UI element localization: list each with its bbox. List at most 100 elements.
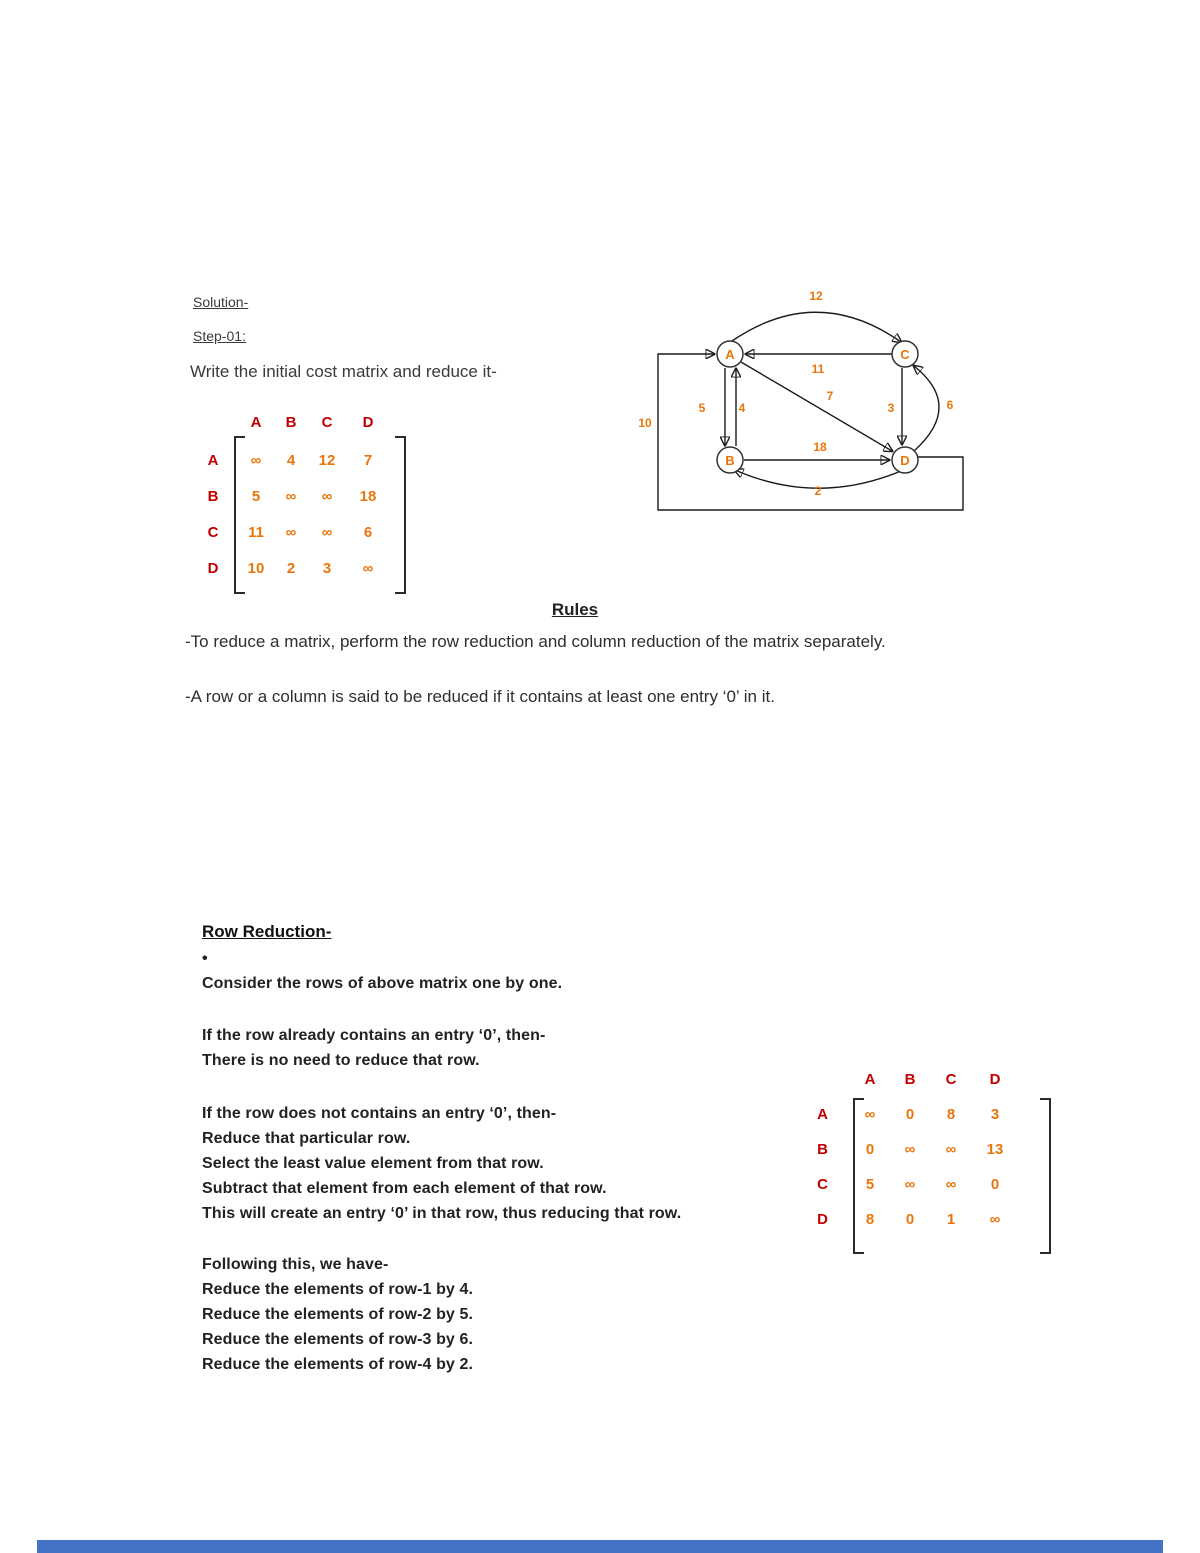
node-a-circle — [716, 340, 744, 368]
node-b-circle — [716, 446, 744, 474]
node-c-label: C — [900, 347, 910, 362]
node-d-circle — [891, 446, 919, 474]
edge-label-6: 6 — [947, 398, 954, 412]
edge-label-18: 18 — [813, 440, 827, 454]
edge-label-11: 11 — [812, 362, 825, 376]
matrix-col-header: C — [945, 1071, 957, 1088]
matrix-cell: 5 — [251, 487, 261, 505]
case1-line1: If the row already contains an entry ‘0’… — [202, 1027, 546, 1044]
matrix-cell: 0 — [990, 1176, 1000, 1193]
intro-text: Write the initial cost matrix and reduce… — [190, 362, 497, 381]
follow-row4: Reduce the elements of row-4 by 2. — [202, 1356, 474, 1373]
initial-cost-matrix: A B C D A ∞ 4 12 7 B 5 ∞ ∞ 18 C 11 ∞ ∞ 6… — [188, 406, 406, 594]
edge-d-c-curve — [914, 366, 940, 452]
matrix-cell: ∞ — [904, 1141, 916, 1158]
matrix-cell: 4 — [286, 451, 296, 469]
matrix-corner — [795, 1062, 850, 1097]
matrix-cell: 0 — [905, 1106, 915, 1123]
rules-title: Rules — [551, 600, 599, 619]
matrix-cell: ∞ — [864, 1106, 876, 1123]
matrix-cell: 0 — [905, 1211, 915, 1228]
follow-row2: Reduce the elements of row-2 by 5. — [202, 1306, 474, 1323]
matrix-corner — [188, 406, 238, 438]
consider-line: Consider the rows of above matrix one by… — [202, 975, 563, 992]
matrix-row-header: A — [817, 1106, 828, 1123]
follow-row1: Reduce the elements of row-1 by 4. — [202, 1281, 474, 1298]
matrix-bracket-right — [1040, 1098, 1051, 1254]
case1-line2: There is no need to reduce that row. — [202, 1052, 480, 1069]
matrix-cell: 0 — [865, 1141, 875, 1158]
matrix-cell: 8 — [865, 1211, 875, 1228]
row-reduced-matrix: A B C D A ∞ 0 8 3 B 0 ∞ ∞ 13 C 5 ∞ ∞ 0 D… — [795, 1062, 1051, 1254]
matrix-col-header: D — [362, 413, 374, 431]
matrix-row-header: C — [207, 523, 219, 541]
node-b-label: B — [725, 453, 734, 468]
matrix-grid: A B C D A ∞ 0 8 3 B 0 ∞ ∞ 13 C 5 ∞ ∞ 0 D… — [795, 1062, 1018, 1237]
matrix-cell: 11 — [248, 523, 264, 541]
edge-label-5: 5 — [699, 401, 706, 415]
edge-label-4: 4 — [739, 401, 746, 415]
matrix-bracket-right — [395, 436, 406, 594]
matrix-cell: 3 — [990, 1106, 1000, 1123]
matrix-cell: 12 — [318, 451, 336, 469]
node-c-circle — [891, 340, 919, 368]
matrix-col-header: A — [864, 1071, 876, 1088]
step-label: Step-01: — [193, 328, 246, 344]
matrix-cell: ∞ — [945, 1176, 957, 1193]
following-line: Following this, we have- — [202, 1256, 389, 1273]
matrix-cell: 13 — [986, 1141, 1004, 1158]
matrix-col-header: B — [904, 1071, 916, 1088]
matrix-col-header: A — [250, 413, 262, 431]
matrix-grid: A B C D A ∞ 4 12 7 B 5 ∞ ∞ 18 C 11 ∞ ∞ 6… — [188, 406, 390, 586]
matrix-cell: ∞ — [285, 523, 297, 541]
edge-d-a-outer — [657, 354, 964, 511]
matrix-cell: 1 — [946, 1211, 956, 1228]
matrix-row-header: C — [817, 1176, 828, 1193]
node-a-label: A — [725, 347, 735, 362]
matrix-cell: ∞ — [250, 451, 262, 469]
matrix-bracket-left — [234, 436, 245, 594]
row-reduction-title: Row Reduction- — [202, 922, 332, 941]
matrix-cell: 3 — [322, 559, 332, 577]
follow-row3: Reduce the elements of row-3 by 6. — [202, 1331, 474, 1348]
edge-label-2: 2 — [815, 484, 822, 498]
edge-a-c-top — [731, 311, 901, 342]
case2-line4: Subtract that element from each element … — [202, 1180, 607, 1197]
matrix-bracket-left — [853, 1098, 864, 1254]
matrix-col-header: B — [285, 413, 297, 431]
matrix-cell: 10 — [247, 559, 265, 577]
case2-line1: If the row does not contains an entry ‘0… — [202, 1105, 557, 1122]
edge-label-7: 7 — [827, 389, 834, 403]
matrix-row-header: D — [207, 559, 219, 577]
case2-line5: This will create an entry ‘0’ in that ro… — [202, 1205, 682, 1222]
matrix-cell: ∞ — [989, 1211, 1001, 1228]
matrix-cell: 18 — [359, 487, 377, 505]
matrix-cell: ∞ — [285, 487, 297, 505]
solution-label: Solution- — [193, 294, 249, 310]
rule-1: -To reduce a matrix, perform the row red… — [185, 632, 886, 651]
edge-label-12: 12 — [809, 289, 823, 303]
matrix-cell: ∞ — [945, 1141, 957, 1158]
matrix-cell: 8 — [946, 1106, 956, 1123]
matrix-cell: ∞ — [904, 1176, 916, 1193]
matrix-cell: ∞ — [362, 559, 374, 577]
matrix-cell: ∞ — [321, 523, 333, 541]
matrix-cell: 7 — [363, 451, 373, 469]
matrix-row-header: D — [817, 1211, 828, 1228]
case2-line2: Reduce that particular row. — [202, 1130, 411, 1147]
node-d-label: D — [900, 453, 909, 468]
matrix-cell: 2 — [286, 559, 296, 577]
matrix-row-header: B — [207, 487, 219, 505]
bullet: • — [202, 950, 208, 967]
matrix-cell: 5 — [865, 1176, 875, 1193]
edge-d-b-bottom — [735, 470, 902, 489]
matrix-cell: 6 — [363, 523, 373, 541]
edge-label-10: 10 — [638, 416, 652, 430]
case2-line3: Select the least value element from that… — [202, 1155, 544, 1172]
matrix-row-header: B — [817, 1141, 828, 1158]
matrix-row-header: A — [207, 451, 219, 469]
matrix-col-header: D — [989, 1071, 1001, 1088]
edge-label-3: 3 — [888, 401, 895, 415]
matrix-cell: ∞ — [321, 487, 333, 505]
